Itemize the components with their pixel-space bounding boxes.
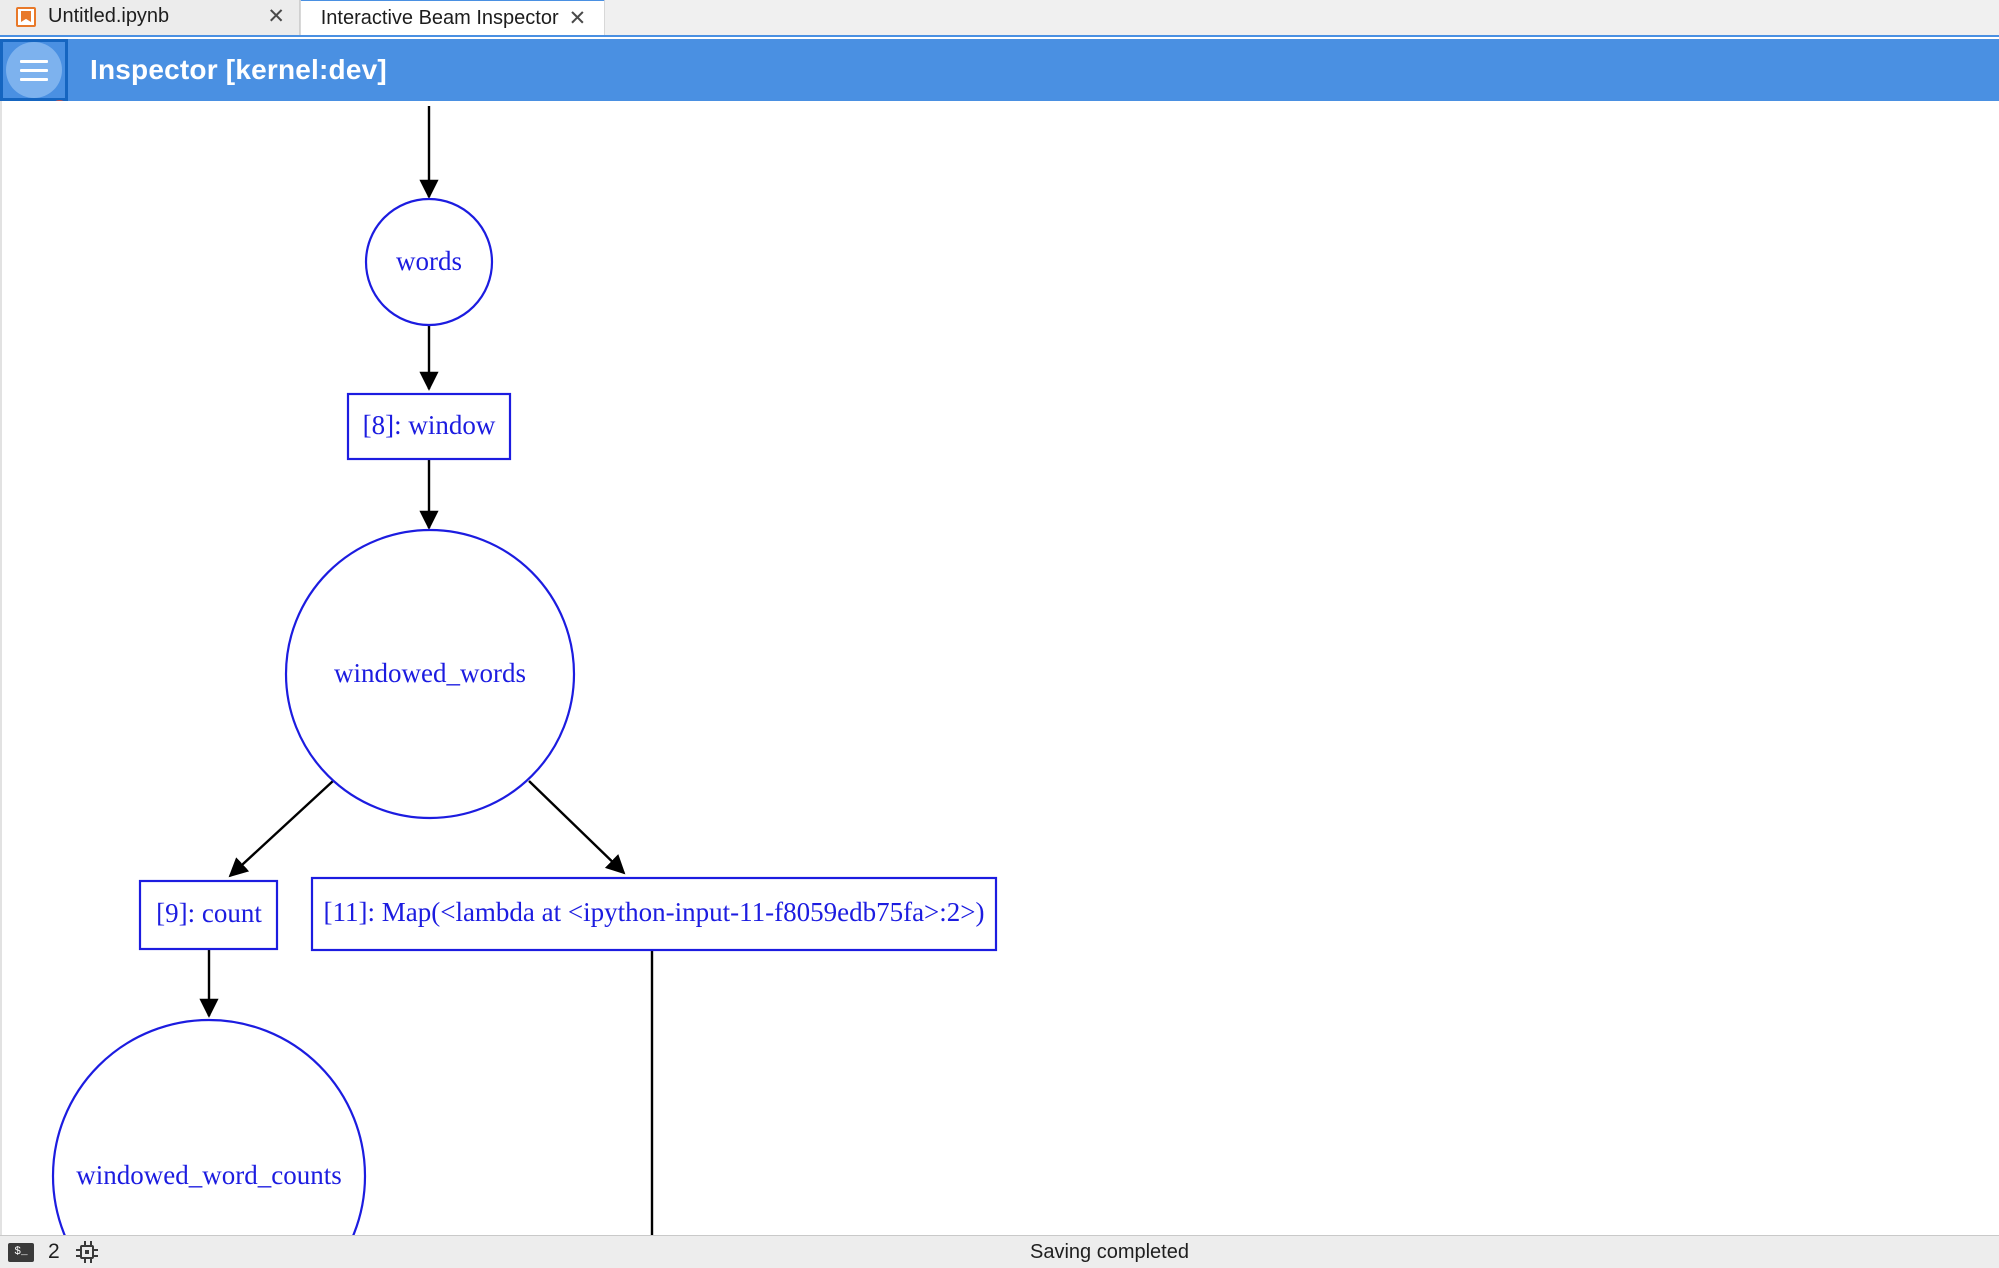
node-label: [9]: count [156, 898, 262, 928]
node-label: words [396, 246, 462, 276]
graph-node-count[interactable]: [9]: count [138, 879, 279, 951]
hamburger-menu-icon [6, 42, 62, 98]
inspector-header: Inspector [kernel:dev] [0, 39, 1999, 101]
close-icon[interactable]: ✕ [568, 6, 587, 30]
terminal-icon[interactable]: $_ [8, 1242, 34, 1262]
node-label: [11]: Map(<lambda at <ipython-input-11-f… [324, 897, 985, 927]
status-message: Saving completed [1030, 1240, 1189, 1263]
tab-label: Interactive Beam Inspector [320, 6, 559, 29]
graph-node-window[interactable]: [8]: window [346, 392, 512, 461]
close-icon[interactable]: ✕ [267, 5, 285, 28]
beam-pipeline-graph-canvas[interactable]: words [8]: window windowed_words [9]: co… [0, 101, 1999, 1235]
edge-windowed-words-to-count [228, 780, 334, 878]
node-label: [8]: window [363, 410, 496, 440]
pipeline-graph: words [8]: window windowed_words [9]: co… [51, 106, 998, 1235]
notebook-icon [16, 6, 36, 27]
tab-label: Untitled.ipynb [48, 5, 170, 27]
tab-interactive-beam-inspector[interactable]: Interactive Beam Inspector ✕ [300, 0, 605, 35]
menu-button[interactable] [0, 39, 68, 101]
edge-windowed-words-to-map [528, 780, 626, 875]
node-label: windowed_words [334, 658, 526, 688]
graph-node-words[interactable]: words [364, 197, 494, 327]
tab-untitled-notebook[interactable]: Untitled.ipynb ✕ [0, 0, 300, 35]
graph-node-windowed-word-counts[interactable]: windowed_word_counts [51, 1018, 367, 1235]
status-bar: $_ 2 Saving completed [0, 1235, 1999, 1268]
kernel-count: 2 [48, 1240, 60, 1263]
node-label: windowed_word_counts [76, 1160, 341, 1190]
tab-bar: Untitled.ipynb ✕ Interactive Beam Inspec… [0, 0, 1999, 37]
cpu-chip-icon[interactable] [75, 1241, 98, 1263]
page-title: Inspector [kernel:dev] [90, 54, 387, 85]
graph-node-windowed-words[interactable]: windowed_words [284, 528, 576, 820]
graph-node-map[interactable]: [11]: Map(<lambda at <ipython-input-11-f… [310, 876, 998, 952]
